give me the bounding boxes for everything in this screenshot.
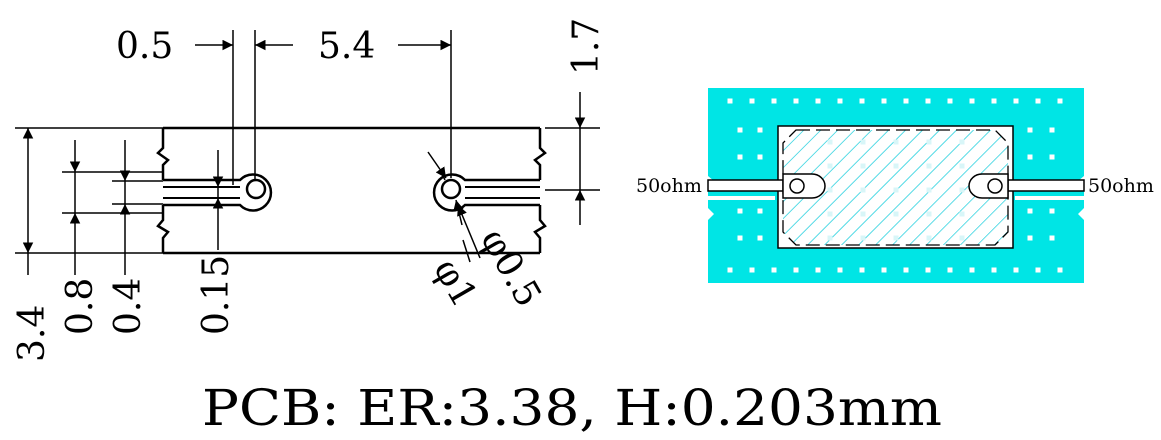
cavity-dot [959,163,965,169]
via-dot [749,98,755,104]
right-feed [968,173,1085,199]
via-dot [903,98,909,104]
via-dot [1049,127,1055,133]
via-dot [1013,98,1019,104]
caption: PCB: ER:3.38, H:0.203mm [202,379,942,437]
right-port-label: 50ohm [1088,175,1154,197]
via-dot [737,235,743,241]
via-dot [1049,235,1055,241]
via-dot [969,267,975,273]
via-dot [793,98,799,104]
layout-view: 50ohm 50ohm [636,88,1154,283]
via-dot [947,267,953,273]
via-dot [757,235,763,241]
via-dot [991,98,997,104]
cavity-dot [893,163,899,169]
via-dot [1013,267,1019,273]
cavity-dot [893,211,899,217]
via-dot [903,267,909,273]
via-dot [793,267,799,273]
dim-span: 5.4 [318,26,375,67]
via-dot [925,267,931,273]
via-dot [1049,208,1055,214]
dim-right-len: 1.7 [566,18,607,75]
left-port-label: 50ohm [636,175,702,197]
via-dot [737,127,743,133]
cavity-dot [827,139,833,145]
dim-line-width: 0.15 [196,255,237,335]
via-dot [947,98,953,104]
via-dot [969,98,975,104]
via-grid [727,98,1063,273]
via-dot [925,98,931,104]
via-dot [859,98,865,104]
via-dot [757,154,763,160]
cavity-dot [860,235,866,241]
cavity-dot [827,211,833,217]
mechanical-drawing: 0.5 5.4 1.7 [12,18,607,362]
via-dot [1027,127,1033,133]
dim-total-height: 3.4 [12,305,53,362]
via-dot [749,267,755,273]
via-dot [737,154,743,160]
via-dot [815,98,821,104]
dim-gap: 0.5 [116,26,173,67]
cavity-dot [926,139,932,145]
via-dot [881,267,887,273]
hole-leaders [427,151,481,263]
cavity-dot [827,235,833,241]
via-dot [757,208,763,214]
via-dot [1027,235,1033,241]
via-dot [1027,208,1033,214]
via-dot [1035,98,1041,104]
via-dot [1035,267,1041,273]
dim-h1: 0.8 [60,278,101,335]
cavity-dot [926,235,932,241]
cavity-dot [959,187,965,193]
via-dot [1057,267,1063,273]
cavity-dot [893,187,899,193]
cavity-dot [926,163,932,169]
cavity-dot [959,211,965,217]
cavity-dot [827,163,833,169]
dim-hole-outer: φ1 [425,252,485,314]
via-dot [837,98,843,104]
cavity-dot [959,235,965,241]
via-dot [837,267,843,273]
cavity-dot [860,211,866,217]
via-dot [757,127,763,133]
via-dot [1027,154,1033,160]
cavity-dot [860,139,866,145]
via-dot [815,267,821,273]
left-slot [163,173,273,212]
via-dot [771,98,777,104]
cavity-dot [860,163,866,169]
cavity-dot [827,187,833,193]
cavity-dot [926,211,932,217]
via-dot [737,208,743,214]
top-dimension-lines [195,30,452,185]
via-dot [991,267,997,273]
via-dot [727,98,733,104]
via-dot [1057,98,1063,104]
via-dot [771,267,777,273]
cavity-dot [893,235,899,241]
right-dimension-lines [545,92,600,225]
via-dot [727,267,733,273]
cavity-dot [959,139,965,145]
via-dot [859,267,865,273]
via-dot [881,98,887,104]
via-dot [1049,154,1055,160]
left-feed [707,173,826,199]
cavity-dot [893,139,899,145]
cavity-dot [926,187,932,193]
left-dimension-lines [15,127,224,275]
dim-h2: 0.4 [108,278,149,335]
right-slot [432,173,540,212]
cavity-dot [860,187,866,193]
